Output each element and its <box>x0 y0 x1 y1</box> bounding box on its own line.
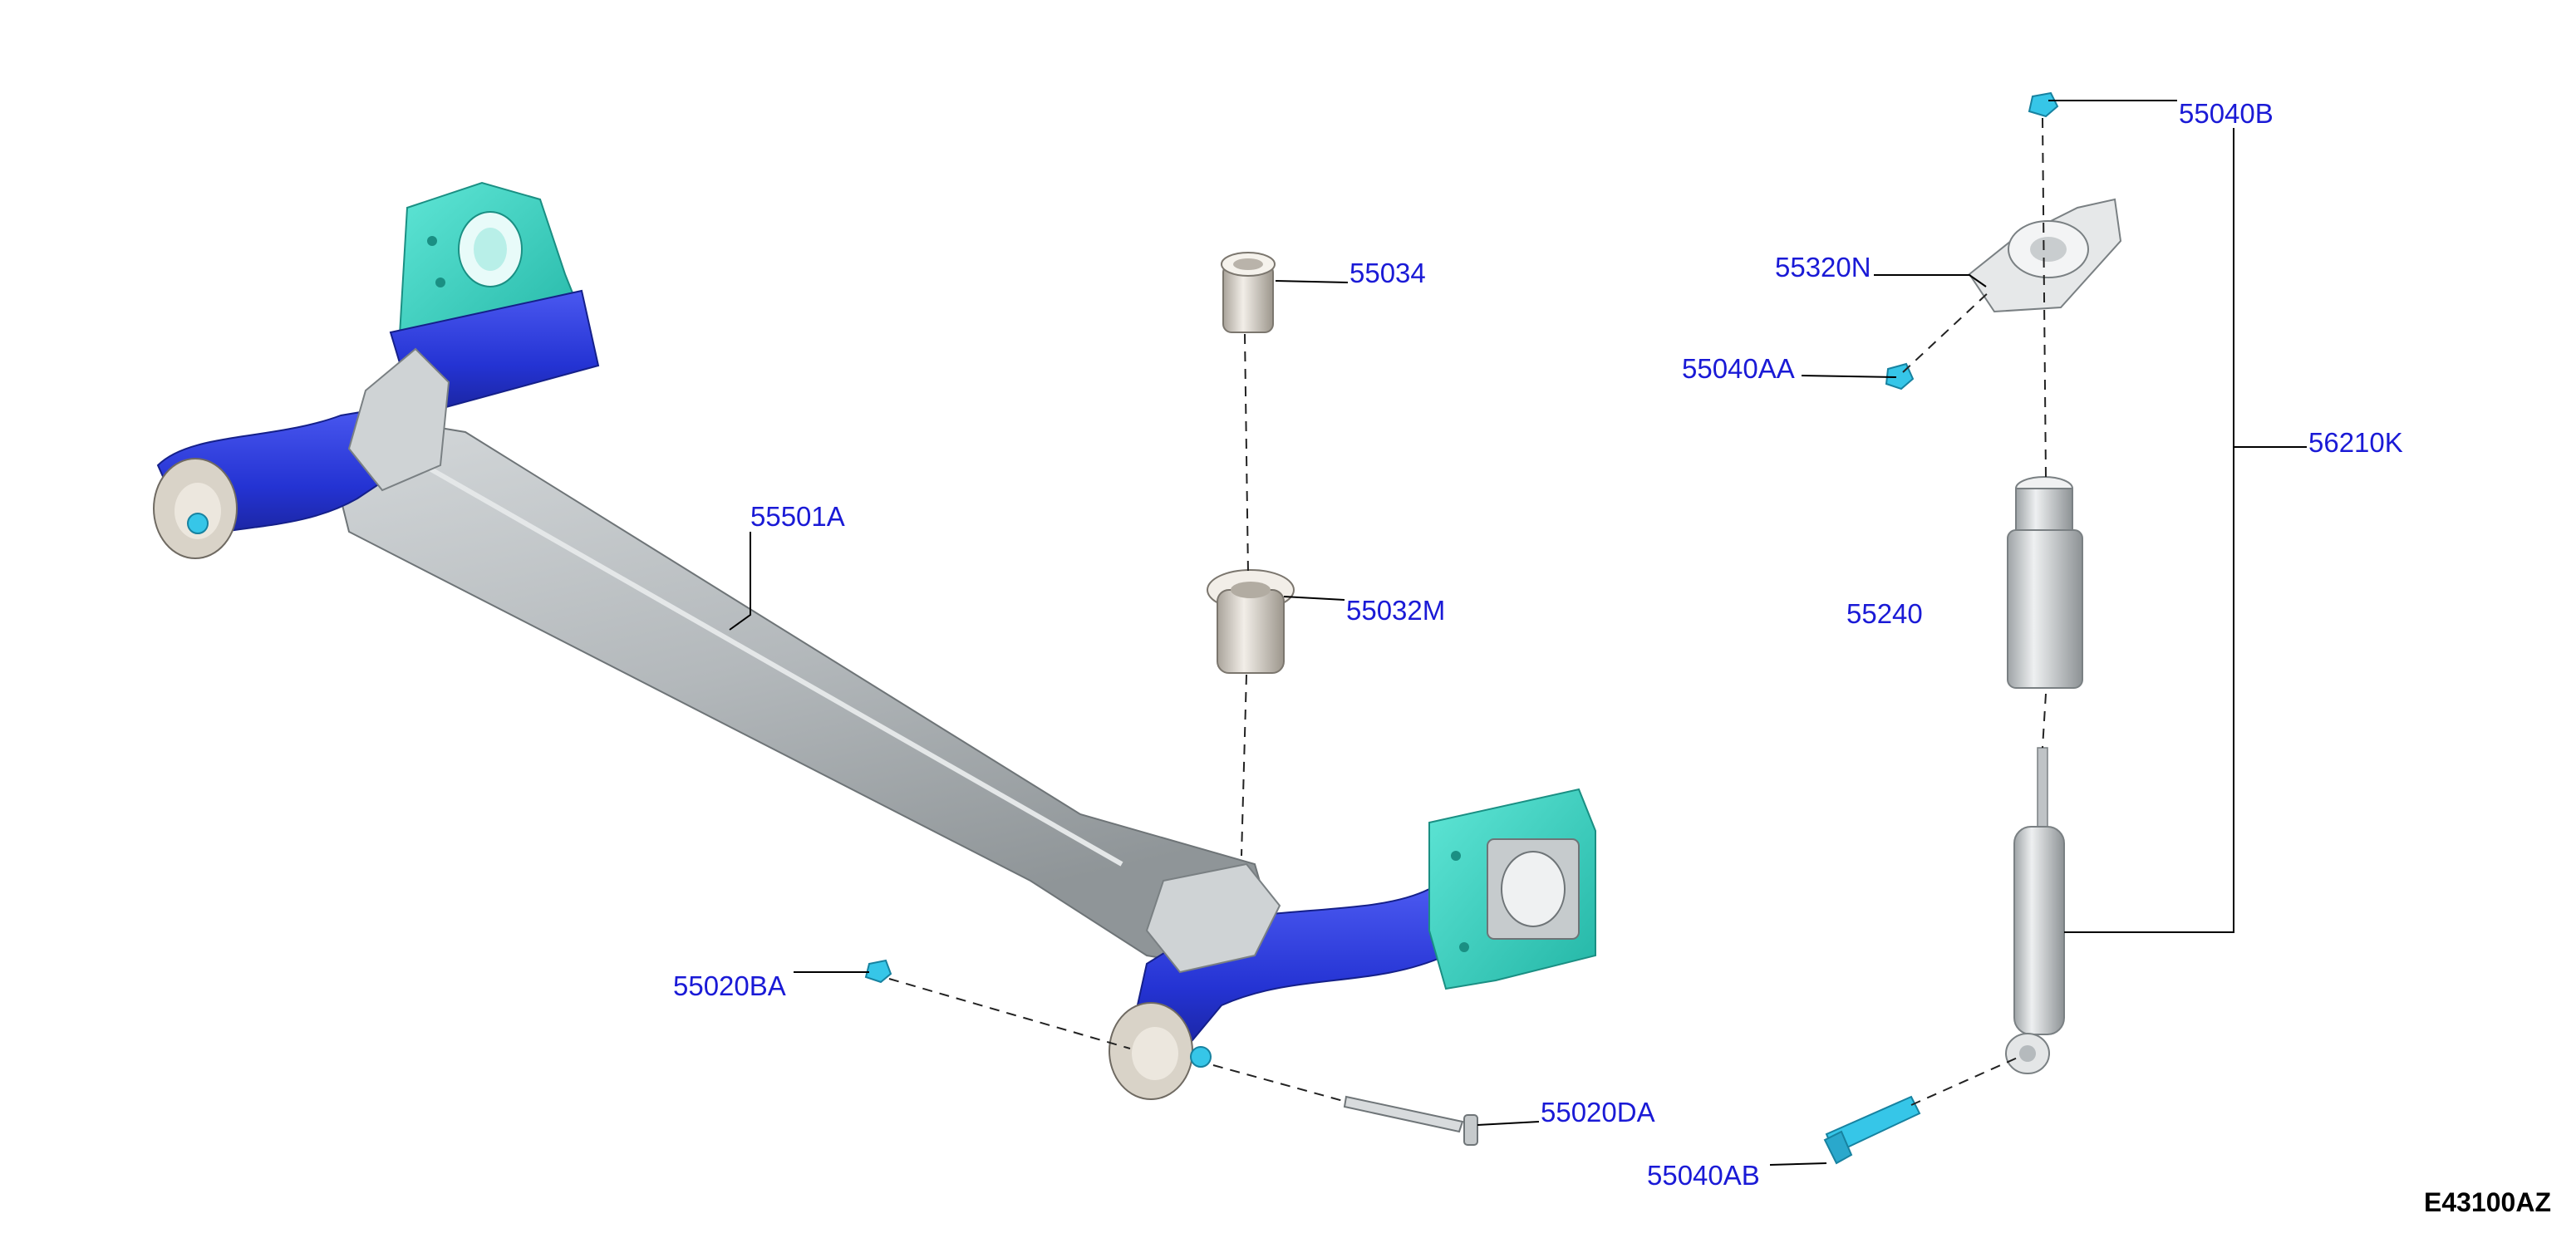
callout-55240[interactable]: 55240 <box>1846 598 1923 629</box>
spring-seat-lower <box>1207 569 1295 674</box>
callout-55032M[interactable]: 55032M <box>1346 595 1445 626</box>
right-spring-bracket <box>1428 788 1596 990</box>
shock-absorber <box>2005 747 2065 1074</box>
callout-55020DA[interactable]: 55020DA <box>1541 1097 1655 1127</box>
alignment-lines <box>888 117 2047 1106</box>
callout-55320N[interactable]: 55320N <box>1775 252 1871 282</box>
callout-56210K[interactable]: 56210K <box>2308 427 2403 458</box>
callout-55040AB[interactable]: 55040AB <box>1647 1160 1760 1191</box>
shock-dust-cover <box>2007 476 2083 689</box>
shock-mount <box>1968 198 2122 313</box>
callout-55501A[interactable]: 55501A <box>750 501 845 532</box>
rear-axle-beam <box>153 181 1596 1100</box>
callout-55040B[interactable]: 55040B <box>2179 98 2274 129</box>
shock-upper-nut <box>2028 91 2059 118</box>
diagram-code: E43100AZ <box>2424 1187 2551 1217</box>
arm-nut <box>864 959 892 984</box>
shock-lower-bolt <box>1823 1095 1921 1165</box>
callout-55040AA[interactable]: 55040AA <box>1682 353 1795 384</box>
arm-bolt <box>1343 1095 1478 1146</box>
leader-lines <box>729 100 2307 1166</box>
spring-seat-upper <box>1221 252 1276 333</box>
callout-55034[interactable]: 55034 <box>1349 258 1426 288</box>
callout-55020BA[interactable]: 55020BA <box>673 970 786 1001</box>
